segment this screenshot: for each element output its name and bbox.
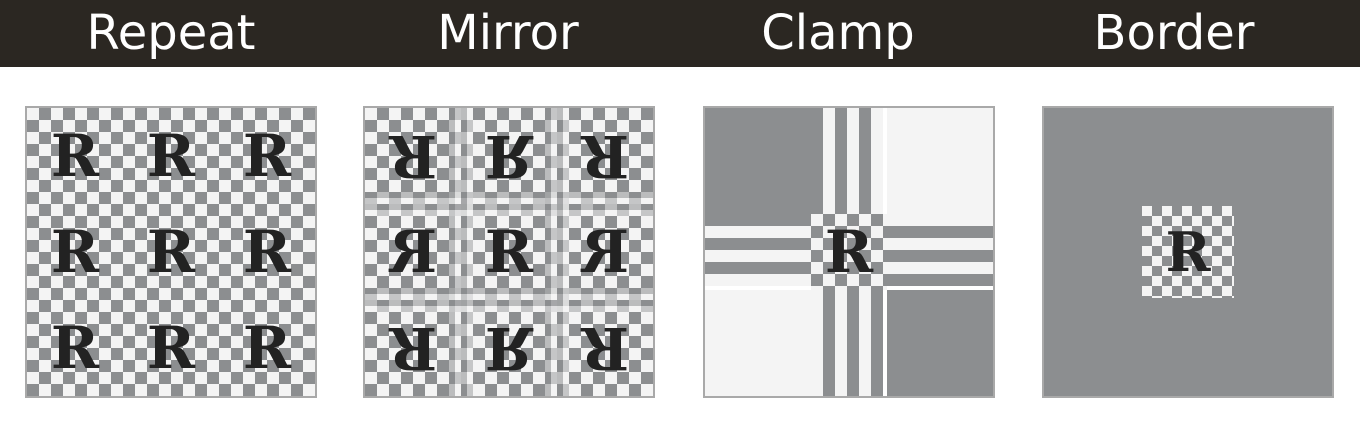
mirror-seams [365, 108, 653, 396]
mirror-glyph-r1c1: R [485, 218, 534, 286]
mirror-glyph-r1c0: R [388, 218, 437, 286]
mirror-glyph-r0c1: R [485, 122, 534, 190]
repeat-glyph-r2c2: R [243, 314, 292, 382]
repeat-glyph-r0c1: R [147, 122, 196, 190]
mirror-checker [365, 108, 653, 396]
border-glyph: R [1166, 220, 1212, 284]
label-repeat: Repeat [86, 5, 256, 61]
mirror-glyph-r1c2: R [580, 218, 629, 286]
border-center-checker [1142, 206, 1234, 298]
repeat-glyph-r1c0: R [51, 218, 100, 286]
mirror-glyph-r2c2: R [580, 314, 629, 382]
repeat-glyph-r2c0: R [51, 314, 100, 382]
mirror-glyph-r2c0: R [388, 314, 437, 382]
repeat-glyph-r2c1: R [147, 314, 196, 382]
clamp-illustration: R [705, 108, 993, 396]
label-mirror: Mirror [437, 5, 579, 61]
clamp-center-checker [811, 214, 887, 290]
repeat-checker [27, 108, 315, 396]
mirror-glyph-r0c2: R [580, 122, 629, 190]
repeat-glyph-r1c1: R [147, 218, 196, 286]
border-illustration: R [1044, 108, 1332, 396]
repeat-glyph-r0c0: R [51, 122, 100, 190]
header-bar: Repeat Mirror Clamp Border [0, 0, 1360, 67]
label-border: Border [1093, 5, 1255, 61]
label-clamp: Clamp [761, 5, 915, 61]
clamp-panel: R [703, 106, 995, 398]
repeat-glyph-r0c2: R [243, 122, 292, 190]
clamp-glyph: R [825, 218, 874, 286]
mirror-glyph-r2c1: R [485, 314, 534, 382]
mirror-glyph-r0c0: R [388, 122, 437, 190]
repeat-glyph-r1c2: R [243, 218, 292, 286]
clamp-fill [705, 108, 993, 396]
border-panel: R [1042, 106, 1334, 398]
